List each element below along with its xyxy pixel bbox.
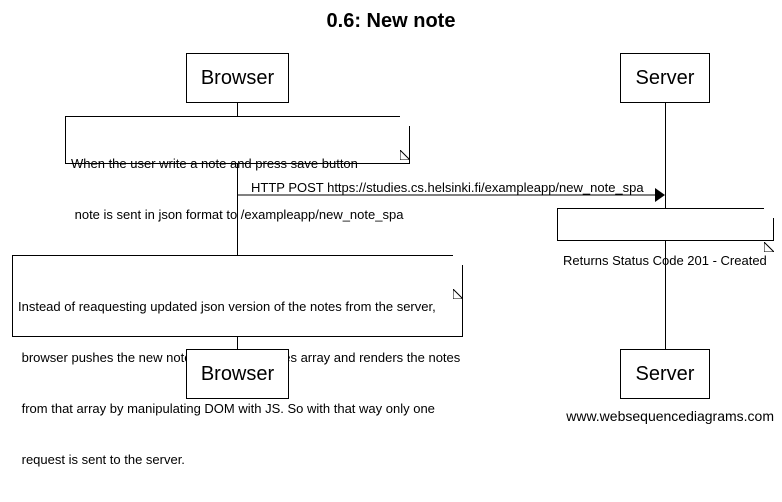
note-line: Instead of reaquesting updated json vers…: [18, 299, 436, 314]
note-spa-explanation: Instead of reaquesting updated json vers…: [12, 255, 463, 467]
sequence-diagram: 0.6: New note Browser Server When the us…: [12, 10, 774, 467]
note-line: from that array by manipulating DOM with…: [18, 401, 435, 416]
note-line: note is sent in json format to /examplea…: [71, 207, 404, 222]
post-message-arrow: [237, 188, 665, 202]
browser-participant-top: Browser: [186, 53, 289, 103]
note-fold-icon: [764, 208, 774, 252]
server-participant-top: Server: [620, 53, 710, 103]
browser-lifeline: [237, 103, 238, 350]
note-server-response: Returns Status Code 201 - Created: [557, 208, 774, 268]
note-fold-icon: [453, 255, 463, 299]
note-user-saves-text: When the user write a note and press sav…: [71, 121, 403, 257]
note-line: When the user write a note and press sav…: [71, 156, 358, 171]
server-participant-bottom: Server: [620, 349, 710, 399]
note-server-response-text: Returns Status Code 201 - Created: [563, 218, 767, 303]
watermark: www.websequencediagrams.com: [566, 408, 774, 424]
note-fold-icon: [400, 116, 410, 160]
browser-participant-bottom: Browser: [186, 349, 289, 399]
diagram-title: 0.6: New note: [326, 10, 456, 32]
post-message-label: HTTP POST https://studies.cs.helsinki.fi…: [251, 180, 644, 195]
note-user-saves: When the user write a note and press sav…: [65, 116, 410, 222]
note-line: request is sent to the server.: [18, 452, 185, 467]
note-line: Returns Status Code 201 - Created: [563, 253, 767, 268]
